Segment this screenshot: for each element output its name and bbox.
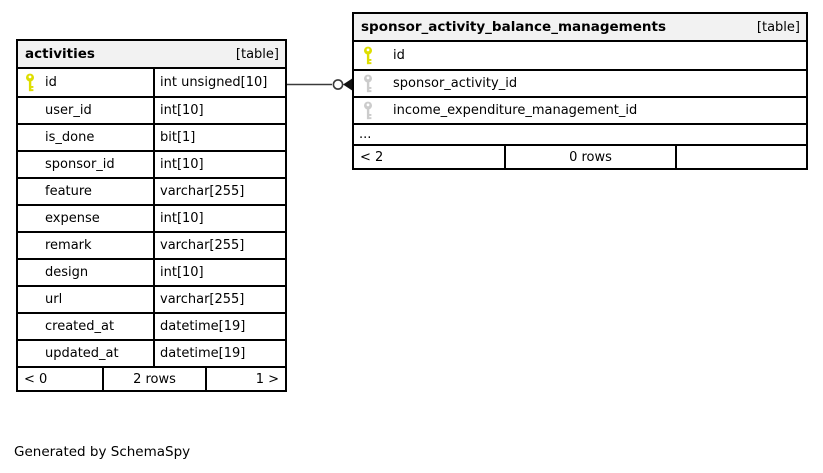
generated-by-note: Generated by SchemaSpy bbox=[14, 444, 191, 460]
column-row-feature: feature varchar[255] bbox=[18, 177, 285, 204]
column-type: int[10] bbox=[160, 265, 204, 280]
column-name: id bbox=[45, 75, 57, 90]
column-row-sponsor-activity-id: sponsor_activity_id bbox=[354, 69, 806, 96]
table-columns: id int unsigned[10] user_id int[10] is_d… bbox=[18, 69, 285, 366]
foreign-key-icon bbox=[363, 101, 393, 120]
column-row-expense: expense int[10] bbox=[18, 204, 285, 231]
column-name: design bbox=[45, 265, 89, 280]
table-name[interactable]: activities bbox=[25, 46, 95, 62]
column-row-id: id bbox=[354, 42, 806, 69]
foreign-key-icon bbox=[363, 74, 393, 93]
table-tag: [table] bbox=[235, 46, 279, 62]
column-row-design: design int[10] bbox=[18, 258, 285, 285]
column-type: varchar[255] bbox=[160, 292, 245, 307]
column-name: income_expenditure_management_id bbox=[393, 103, 638, 118]
column-name: sponsor_activity_id bbox=[393, 76, 518, 91]
column-type: datetime[19] bbox=[160, 319, 246, 334]
primary-key-icon bbox=[25, 73, 45, 92]
pager-prev[interactable]: < 2 bbox=[360, 149, 384, 165]
column-row-remark: remark varchar[255] bbox=[18, 231, 285, 258]
table-tag: [table] bbox=[756, 19, 800, 35]
table-header-sponsor[interactable]: sponsor_activity_balance_managements [ta… bbox=[354, 14, 806, 42]
column-name: user_id bbox=[45, 103, 92, 118]
connector-zero-circle-icon bbox=[332, 79, 344, 90]
column-name: created_at bbox=[45, 319, 115, 334]
table-header-activities[interactable]: activities [table] bbox=[18, 41, 285, 69]
pager-next[interactable]: 1 > bbox=[205, 368, 285, 390]
column-name: is_done bbox=[45, 130, 95, 145]
table-pager-sponsor: < 2 0 rows bbox=[354, 144, 806, 168]
column-name: updated_at bbox=[45, 346, 119, 361]
column-row-is-done: is_done bit[1] bbox=[18, 123, 285, 150]
column-name: feature bbox=[45, 184, 92, 199]
column-row-url: url varchar[255] bbox=[18, 285, 285, 312]
column-name: id bbox=[393, 48, 405, 63]
column-row-user-id: user_id int[10] bbox=[18, 96, 285, 123]
column-row-sponsor-id: sponsor_id int[10] bbox=[18, 150, 285, 177]
table-pager-activities: < 0 2 rows 1 > bbox=[18, 366, 285, 390]
column-type: varchar[255] bbox=[160, 184, 245, 199]
column-type: int[10] bbox=[160, 157, 204, 172]
pager-next bbox=[675, 146, 806, 168]
column-name: sponsor_id bbox=[45, 157, 115, 172]
column-row-created-at: created_at datetime[19] bbox=[18, 312, 285, 339]
column-type: varchar[255] bbox=[160, 238, 245, 253]
primary-key-icon bbox=[363, 46, 393, 65]
column-row-updated-at: updated_at datetime[19] bbox=[18, 339, 285, 366]
column-row-id: id int unsigned[10] bbox=[18, 69, 285, 96]
column-type: datetime[19] bbox=[160, 346, 246, 361]
column-name: url bbox=[45, 292, 63, 307]
hidden-columns-ellipsis: ... bbox=[354, 123, 806, 144]
column-type: bit[1] bbox=[160, 130, 196, 145]
fk-relationship-connector bbox=[287, 77, 352, 92]
connector-crowfoot-icon bbox=[343, 78, 352, 91]
column-name: remark bbox=[45, 238, 92, 253]
column-row-income-expenditure-management-id: income_expenditure_management_id bbox=[354, 96, 806, 123]
column-type: int unsigned[10] bbox=[160, 75, 268, 90]
pager-rows-count: 0 rows bbox=[504, 146, 675, 168]
pager-rows-count: 2 rows bbox=[102, 368, 205, 390]
column-type: int[10] bbox=[160, 211, 204, 226]
table-sponsor-activity-balance-managements: sponsor_activity_balance_managements [ta… bbox=[352, 12, 808, 170]
pager-prev[interactable]: < 0 bbox=[24, 371, 48, 387]
table-columns: id sponsor_activity_id bbox=[354, 42, 806, 123]
column-name: expense bbox=[45, 211, 100, 226]
column-type: int[10] bbox=[160, 103, 204, 118]
table-name[interactable]: sponsor_activity_balance_managements bbox=[361, 19, 666, 35]
table-activities: activities [table] id bbox=[16, 39, 287, 392]
